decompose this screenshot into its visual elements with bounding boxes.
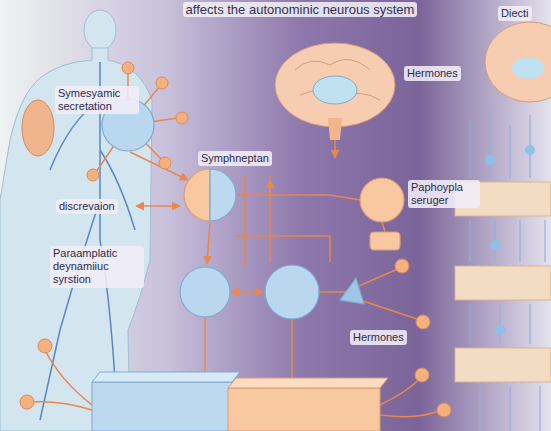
text-label: Hermones bbox=[350, 330, 407, 345]
cell-network bbox=[30, 72, 440, 417]
tissue-block bbox=[228, 378, 388, 388]
tissue-block bbox=[92, 372, 240, 382]
text-label: Symphneptan bbox=[198, 151, 272, 166]
human-figure bbox=[0, 10, 152, 431]
brain bbox=[334, 140, 336, 158]
dot bbox=[159, 157, 171, 169]
cell-network bbox=[207, 222, 210, 264]
dot bbox=[122, 62, 134, 74]
cell bbox=[340, 278, 364, 304]
membrane-layer bbox=[455, 348, 551, 382]
membrane-layer bbox=[490, 240, 500, 250]
cell bbox=[370, 232, 400, 250]
text-label: Paraamplatic deynamiiuc syrstion bbox=[50, 246, 144, 288]
text-label: Hermones bbox=[404, 66, 461, 81]
text-label: Symesyamic secretation bbox=[55, 86, 139, 114]
dot bbox=[156, 77, 168, 89]
brain bbox=[485, 22, 551, 102]
dot bbox=[437, 403, 451, 417]
cell-network bbox=[231, 291, 263, 293]
cell bbox=[184, 169, 210, 221]
dot bbox=[20, 62, 451, 417]
membrane-layer bbox=[485, 155, 495, 165]
cell-network bbox=[130, 152, 188, 180]
membrane-layer bbox=[455, 110, 551, 431]
brain bbox=[313, 76, 357, 104]
dot bbox=[176, 112, 188, 124]
cell bbox=[180, 267, 230, 317]
text-label: discrevaion bbox=[56, 199, 118, 214]
title: affects the autonominic neurous system bbox=[183, 2, 418, 17]
dot bbox=[415, 368, 429, 382]
cell bbox=[265, 265, 319, 319]
membrane-layer bbox=[470, 110, 545, 431]
dot bbox=[87, 169, 99, 181]
membrane-layer bbox=[455, 266, 551, 300]
text-label: Diecti bbox=[498, 6, 532, 21]
cell-network bbox=[269, 180, 271, 195]
brain bbox=[512, 57, 544, 79]
tissue-block bbox=[228, 388, 380, 431]
tissue-block bbox=[92, 382, 232, 431]
cell bbox=[102, 99, 404, 319]
tissue-block bbox=[92, 372, 388, 431]
human-figure bbox=[22, 100, 54, 156]
dot bbox=[395, 259, 409, 273]
dot bbox=[416, 315, 430, 329]
brain bbox=[275, 43, 395, 127]
human-figure bbox=[84, 10, 116, 50]
membrane-layer bbox=[495, 325, 505, 335]
dot bbox=[38, 339, 52, 353]
cell-network bbox=[136, 205, 180, 207]
text-label: Paphoypla seruger bbox=[408, 180, 480, 208]
cell bbox=[360, 178, 404, 222]
membrane-layer bbox=[525, 145, 535, 155]
cell bbox=[210, 169, 236, 221]
brain bbox=[328, 118, 342, 140]
dot bbox=[20, 395, 34, 409]
cell-network bbox=[236, 176, 330, 268]
